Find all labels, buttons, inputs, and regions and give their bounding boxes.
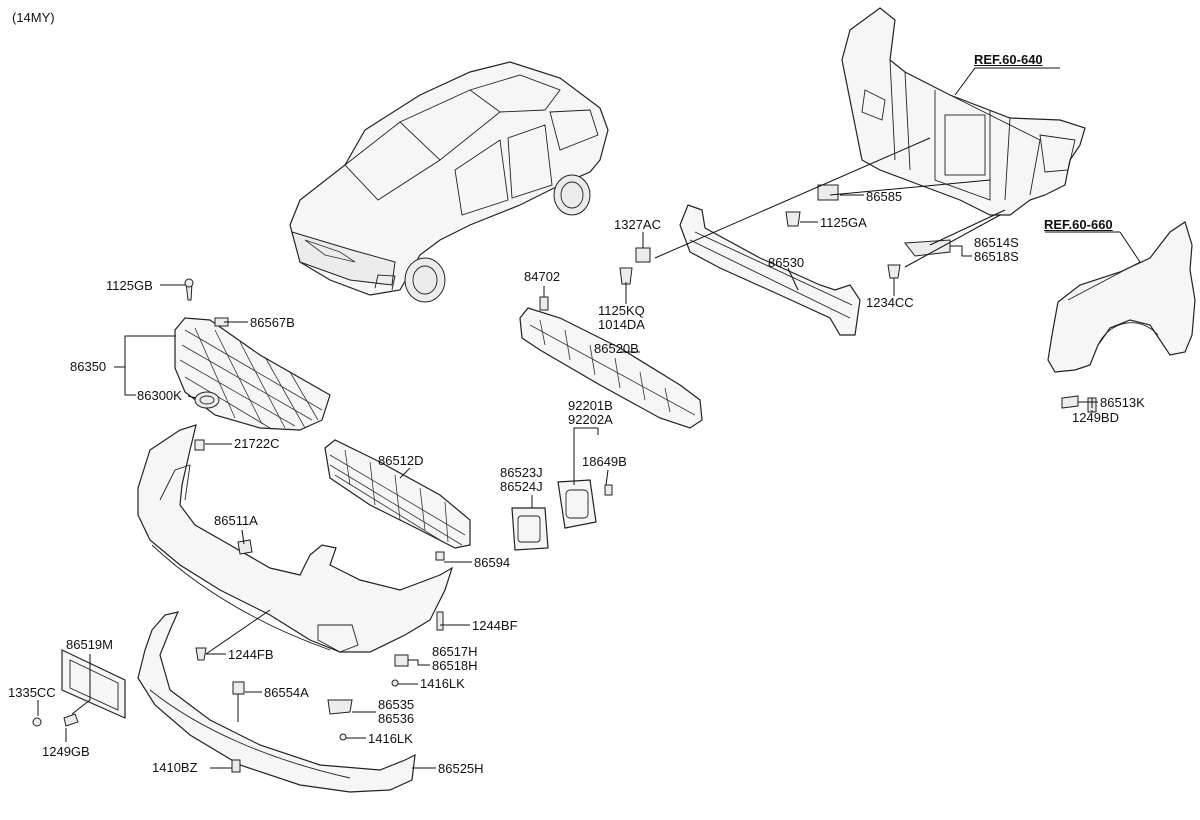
- part-label-1249BD[interactable]: 1249BD: [1072, 410, 1119, 425]
- part-label-18649B[interactable]: 18649B: [582, 454, 627, 469]
- part-label-86524J[interactable]: 86524J: [500, 479, 543, 494]
- part-label-1416LK-lower[interactable]: 1416LK: [368, 731, 413, 746]
- part-label-86518H[interactable]: 86518H: [432, 658, 478, 673]
- license-plate-bracket: [32, 649, 126, 727]
- fog-lamp-housing: [511, 479, 613, 551]
- part-label-86519M[interactable]: 86519M: [66, 637, 113, 652]
- reference-60-640[interactable]: REF.60-640: [974, 52, 1043, 67]
- part-label-86511A[interactable]: 86511A: [214, 513, 258, 528]
- part-label-86594[interactable]: 86594: [474, 555, 511, 570]
- part-label-86525H[interactable]: 86525H: [438, 761, 484, 776]
- lower-bumper-lip: [137, 611, 416, 793]
- front-bumper-cover: [137, 424, 454, 653]
- part-label-1014DA[interactable]: 1014DA: [598, 317, 645, 332]
- part-label-86585[interactable]: 86585: [866, 189, 903, 204]
- part-label-86514S[interactable]: 86514S: [974, 235, 1019, 250]
- part-label-86523J[interactable]: 86523J: [500, 465, 543, 480]
- part-label-84702[interactable]: 84702: [524, 269, 561, 284]
- part-label-86517H[interactable]: 86517H: [432, 644, 478, 659]
- energy-absorber: [519, 307, 703, 429]
- part-label-86520B[interactable]: 86520B: [594, 341, 639, 356]
- lower-grille: [324, 439, 471, 549]
- part-label-1125GB[interactable]: 1125GB: [106, 278, 153, 293]
- part-label-86518S[interactable]: 86518S: [974, 249, 1019, 264]
- part-label-1249GB[interactable]: 1249GB: [42, 744, 90, 759]
- part-label-86567B[interactable]: 86567B: [250, 315, 295, 330]
- radiator-support-frame: [841, 7, 1086, 216]
- reference-60-660[interactable]: REF.60-660: [1044, 217, 1113, 232]
- part-label-1327AC[interactable]: 1327AC: [614, 217, 661, 232]
- part-label-92202A[interactable]: 92202A: [568, 412, 613, 427]
- radiator-grille: [174, 278, 331, 431]
- part-label-1410BZ[interactable]: 1410BZ: [152, 760, 198, 775]
- bumper-beam: [679, 204, 861, 336]
- small-hardware: [194, 184, 1097, 773]
- part-label-1335CC[interactable]: 1335CC: [8, 685, 56, 700]
- fender-panel: [1047, 221, 1196, 373]
- part-label-86512D[interactable]: 86512D: [378, 453, 424, 468]
- model-year-caption: (14MY): [12, 10, 55, 25]
- part-label-1244BF[interactable]: 1244BF: [472, 618, 518, 633]
- part-label-21722C[interactable]: 21722C: [234, 436, 280, 451]
- part-label-86530[interactable]: 86530: [768, 255, 805, 270]
- part-label-86536[interactable]: 86536: [378, 711, 415, 726]
- part-label-1125KQ[interactable]: 1125KQ: [598, 303, 645, 318]
- part-label-86535[interactable]: 86535: [378, 697, 415, 712]
- part-label-86350[interactable]: 86350: [70, 359, 107, 374]
- part-label-1416LK-upper[interactable]: 1416LK: [420, 676, 465, 691]
- part-label-86554A[interactable]: 86554A: [264, 685, 309, 700]
- part-label-92201B[interactable]: 92201B: [568, 398, 613, 413]
- vehicle-illustration: [289, 61, 609, 303]
- leader-lines: [37, 67, 1141, 769]
- part-label-86300K[interactable]: 86300K: [137, 388, 182, 403]
- part-label-1244FB[interactable]: 1244FB: [228, 647, 274, 662]
- part-label-86513K[interactable]: 86513K: [1100, 395, 1145, 410]
- part-label-1234CC[interactable]: 1234CC: [866, 295, 914, 310]
- part-label-1125GA[interactable]: 1125GA: [820, 215, 867, 230]
